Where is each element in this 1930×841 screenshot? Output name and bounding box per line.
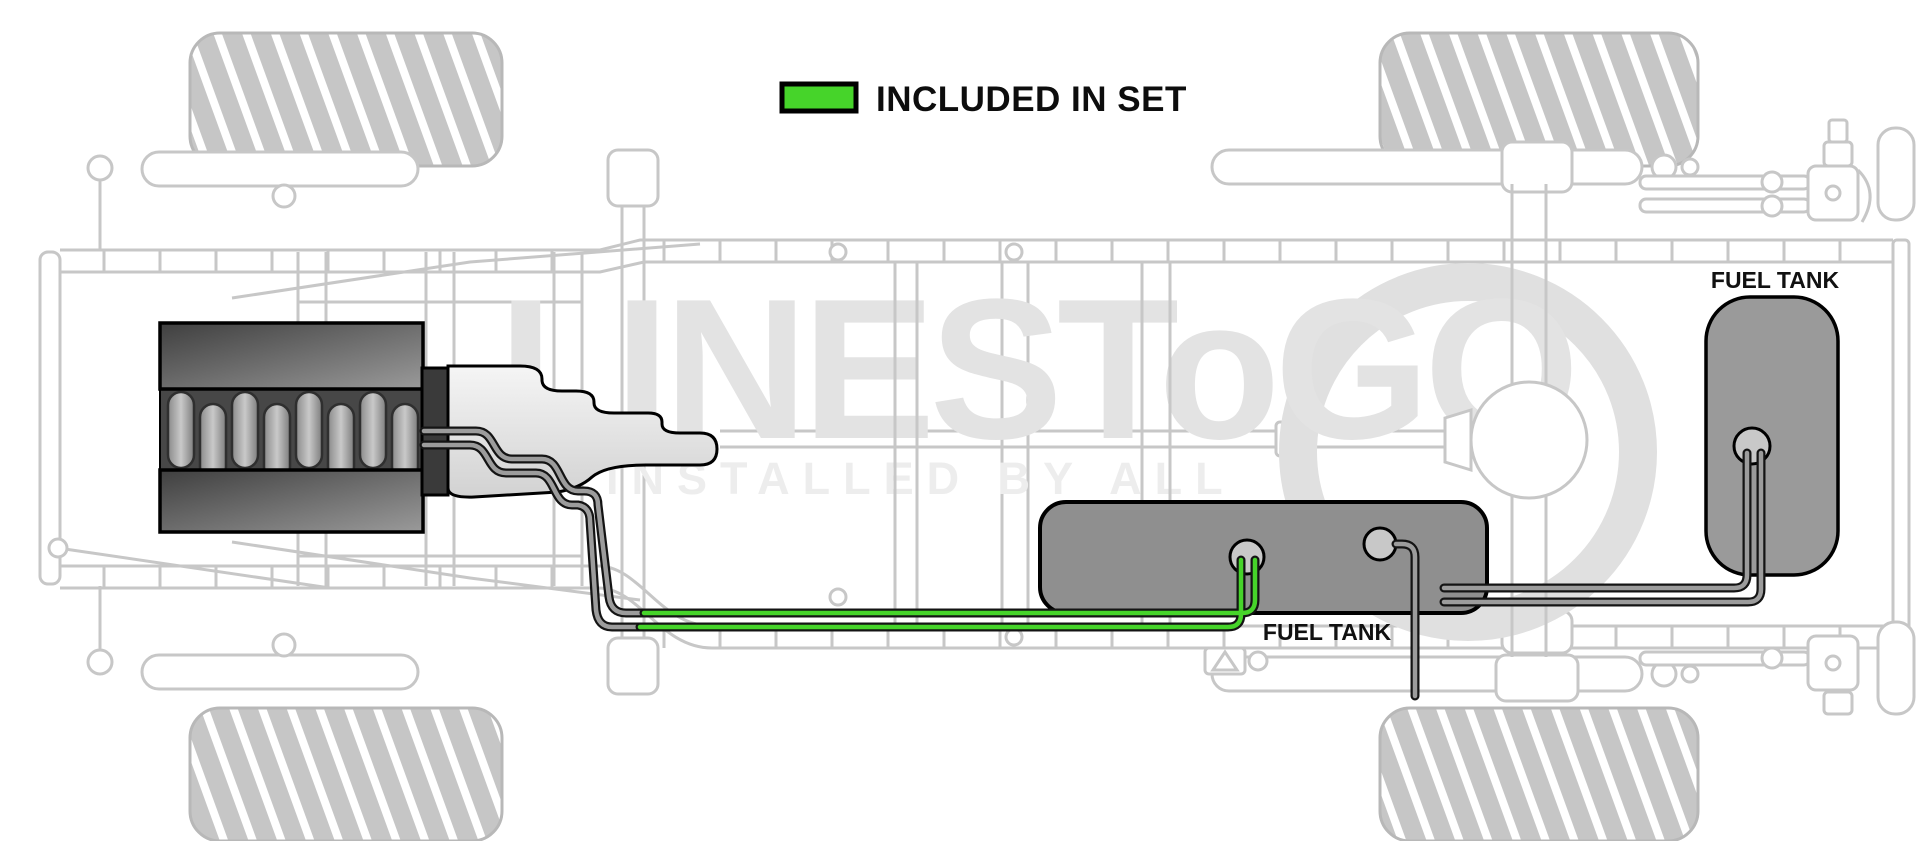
legend-swatch	[779, 81, 859, 114]
tires	[188, 31, 1700, 841]
legend-label: INCLUDED IN SET	[876, 80, 1187, 119]
watermark: LINESToGO INSTALLED BY ALL	[498, 258, 1657, 641]
engine	[158, 321, 450, 534]
legend: INCLUDED IN SET	[779, 80, 1187, 119]
rear-fuel-tank	[1704, 295, 1840, 577]
tire-front-left-bottom	[188, 706, 504, 841]
mid-tank-label: FUEL TANK	[1263, 619, 1392, 645]
rear-tank-label: FUEL TANK	[1711, 267, 1840, 293]
chassis-over-watermark	[893, 118, 1872, 716]
included-fuel-lines	[635, 555, 1260, 632]
intake-runners	[166, 390, 420, 482]
included-line-2	[637, 557, 1244, 630]
engine-bank-bottom	[158, 468, 425, 534]
rail-rivet-ticks	[102, 240, 1842, 648]
mid-fuel-tank	[1038, 500, 1489, 615]
rear-fuel-lines	[1391, 448, 1766, 701]
watermark-circle	[1279, 263, 1657, 641]
tire-rear-left-bottom	[1378, 706, 1700, 841]
engine-bank-top	[158, 321, 425, 391]
tire-front-left	[188, 31, 504, 168]
transmission	[446, 364, 719, 499]
rear-tank-body	[1704, 295, 1840, 577]
mid-tank-return-port	[1362, 526, 1398, 562]
fuel-lines	[419, 426, 1766, 701]
front-fuel-lines-gray	[419, 426, 665, 632]
